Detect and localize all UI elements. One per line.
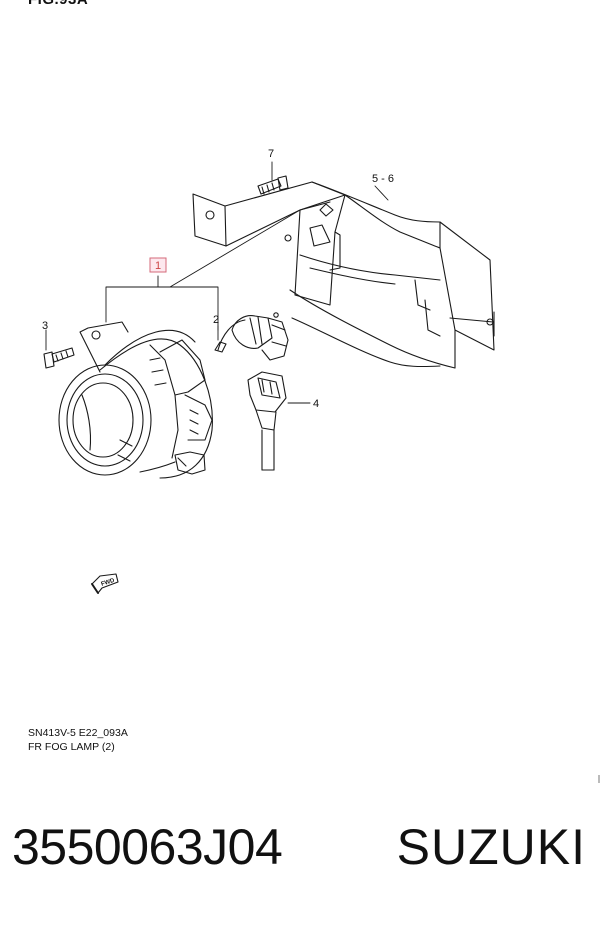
callout-7: 7: [268, 148, 274, 160]
figure-caption: FR FOG LAMP (2): [28, 741, 115, 753]
leader-lines: [45, 161, 389, 404]
mounting-bracket: [192, 181, 495, 369]
page-divider: [598, 775, 600, 783]
fwd-arrow-icon: [91, 573, 119, 594]
wiring-connector: [247, 371, 287, 471]
fwd-label: FWD: [101, 578, 116, 588]
fog-lamp-housing: [58, 321, 213, 479]
callout-1-box: [149, 257, 167, 273]
figure-title: FIG.93A: [28, 0, 88, 8]
lamp-screw: [43, 347, 75, 369]
callout-5-6: 5 - 6: [372, 173, 394, 185]
callout-1: 1: [155, 260, 161, 272]
figure-code: SN413V-5 E22_093A: [28, 727, 128, 739]
part-number: 3550063J04: [12, 819, 283, 875]
fog-lamp-exploded-diagram: 1 2 3 4 5 - 6 7 FWD: [42, 148, 495, 594]
callout-3: 3: [42, 320, 48, 332]
fog-bulb: [214, 312, 289, 361]
callout-2: 2: [213, 314, 219, 326]
brand-name: SUZUKI: [396, 819, 586, 875]
callout-4: 4: [313, 398, 319, 410]
bracket-screw: [257, 175, 289, 195]
